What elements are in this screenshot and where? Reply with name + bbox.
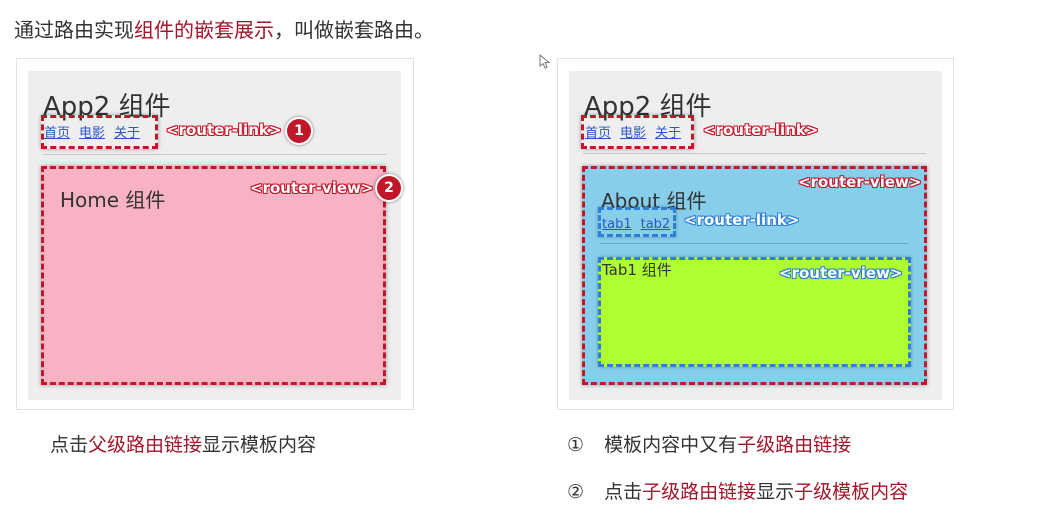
- sub-router-link-tag: <router-link>: [684, 211, 800, 229]
- sub-nav-tab1-link[interactable]: tab1: [602, 217, 632, 232]
- intro-part1: 通过路由实现: [14, 18, 134, 42]
- right-router-link-tag: <router-link>: [703, 121, 819, 139]
- left-caption: 点击父级路由链接显示模板内容: [50, 430, 316, 457]
- intro-part2: ，叫做嵌套路由。: [274, 18, 434, 42]
- right-caption-2: ② 点击子级路由链接显示子级模板内容: [567, 477, 908, 504]
- left-router-view-tag: <router-view>: [250, 179, 374, 197]
- right-nav-about-link[interactable]: 关于: [655, 126, 682, 141]
- sub-divider: [600, 243, 908, 244]
- right-caption-1: ① 模板内容中又有子级路由链接: [567, 430, 851, 457]
- badge-1: 1: [285, 117, 313, 145]
- right-caption-1-number: ①: [567, 434, 585, 456]
- right-caption-2-highlight2: 子级模板内容: [794, 481, 909, 503]
- intro-highlight: 组件的嵌套展示: [134, 18, 274, 42]
- sub-router-link-box: [598, 207, 676, 237]
- left-nav: 首页电影关于: [44, 122, 149, 141]
- right-caption-1-highlight: 子级路由链接: [737, 434, 852, 456]
- right-caption-1-part1: 模板内容中又有: [604, 434, 738, 456]
- intro-text: 通过路由实现组件的嵌套展示，叫做嵌套路由。: [14, 14, 434, 43]
- right-nav-movie-link[interactable]: 电影: [620, 126, 647, 141]
- left-caption-highlight: 父级路由链接: [88, 434, 203, 456]
- left-caption-part2: 显示模板内容: [202, 434, 317, 456]
- right-caption-2-highlight1: 子级路由链接: [642, 481, 757, 503]
- sub-nav: tab1 tab2: [602, 213, 679, 232]
- right-nav: 首页电影关于: [585, 122, 690, 141]
- left-router-view: [41, 166, 386, 385]
- left-nav-movie-link[interactable]: 电影: [79, 126, 106, 141]
- right-divider: [583, 153, 926, 154]
- sub-view-content: Tab1 组件: [602, 261, 672, 279]
- right-router-view-tag: <router-view>: [798, 173, 922, 191]
- left-caption-part1: 点击: [50, 434, 89, 456]
- right-caption-2-number: ②: [567, 481, 585, 503]
- sub-nav-tab2-link[interactable]: tab2: [640, 217, 671, 232]
- badge-2: 2: [375, 174, 403, 202]
- sub-router-view: [598, 257, 911, 367]
- left-router-link-tag: <router-link>: [166, 121, 282, 139]
- left-nav-about-link[interactable]: 关于: [114, 126, 141, 141]
- right-router-link-box: [581, 115, 694, 149]
- sub-router-view-tag: <router-view>: [779, 264, 903, 282]
- right-caption-2-part1: 点击: [604, 481, 643, 503]
- left-divider: [43, 154, 386, 155]
- left-router-link-box: [41, 115, 158, 149]
- left-nav-home-link[interactable]: 首页: [44, 126, 71, 141]
- mouse-cursor-icon: [539, 54, 551, 69]
- right-nav-home-link[interactable]: 首页: [585, 126, 612, 141]
- left-view-content: Home 组件: [60, 188, 166, 212]
- right-caption-2-part2: 显示: [756, 481, 795, 503]
